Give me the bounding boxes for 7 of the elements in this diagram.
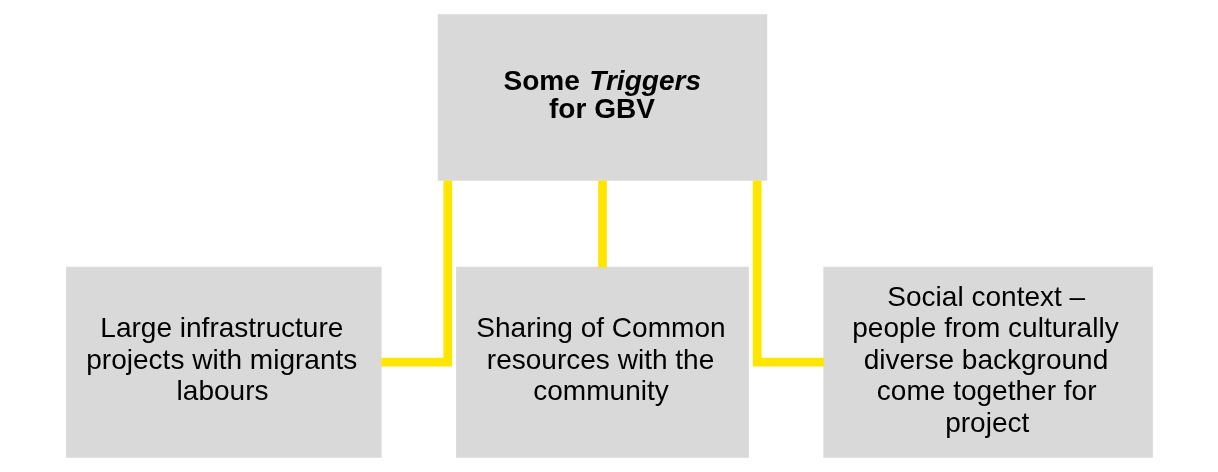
- connector: [380, 180, 452, 367]
- connector: [597, 180, 607, 268]
- connector: [752, 180, 824, 367]
- node-box: Social context – people from culturally diverse background come together for project: [822, 266, 1153, 458]
- node-box: Some Triggers for GBV: [437, 14, 767, 181]
- node-box: Large infrastructure projects with migrants labours: [65, 266, 382, 458]
- node-box: Sharing of Common resources with the community: [455, 266, 749, 458]
